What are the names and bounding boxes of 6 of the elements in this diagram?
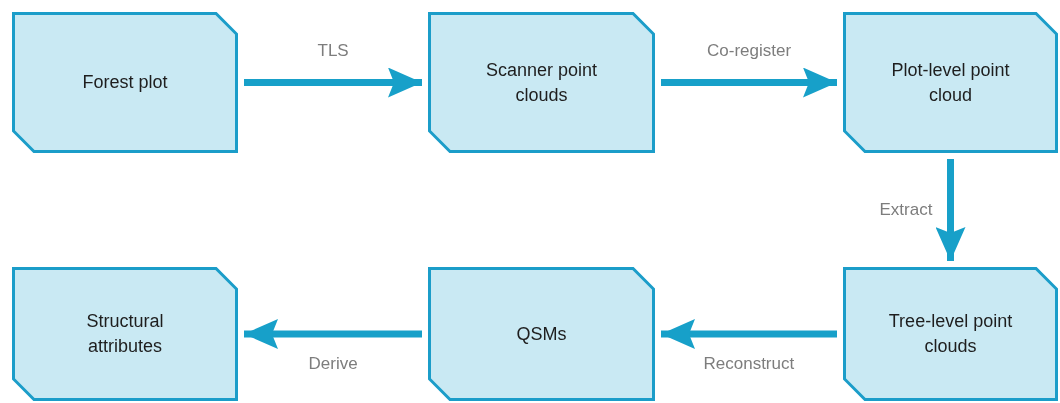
node-label: Scanner point clouds [484, 58, 599, 107]
node-label: Forest plot [82, 71, 168, 94]
node-label: QSMs [516, 322, 567, 346]
node-label: Plot-level point cloud [890, 58, 1011, 107]
node-label: Structural attributes [85, 310, 165, 358]
node-label: Tree-level point clouds [887, 310, 1014, 358]
